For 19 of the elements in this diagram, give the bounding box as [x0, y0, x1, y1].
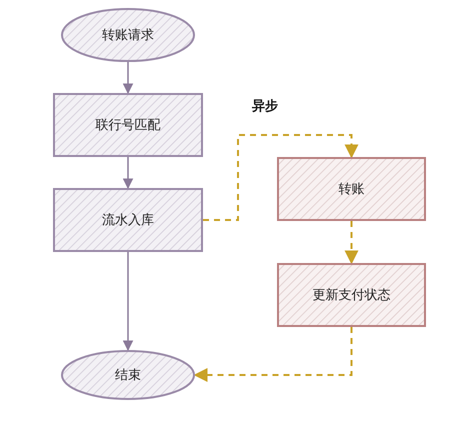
arrow [122, 252, 134, 352]
node-label: 转账请求 [102, 27, 154, 44]
dashed-arrow [203, 134, 358, 221]
process-box [277, 157, 426, 221]
arrow [122, 157, 134, 190]
node-label: 更新支付状态 [312, 287, 390, 304]
dashed-arrow [344, 221, 358, 264]
process-box [53, 93, 203, 157]
process-box [277, 263, 426, 327]
node-label: 转账 [338, 181, 364, 198]
dashed-arrow [194, 327, 352, 382]
arrow [122, 62, 134, 94]
node-label: 联行号匹配 [96, 117, 160, 134]
process-box [53, 188, 203, 252]
annotation-label: 异步 [252, 98, 278, 115]
node-label: 流水入库 [102, 212, 154, 229]
terminal-ellipse [61, 350, 195, 400]
node-label: 结束 [115, 367, 141, 384]
terminal-ellipse [61, 8, 195, 62]
